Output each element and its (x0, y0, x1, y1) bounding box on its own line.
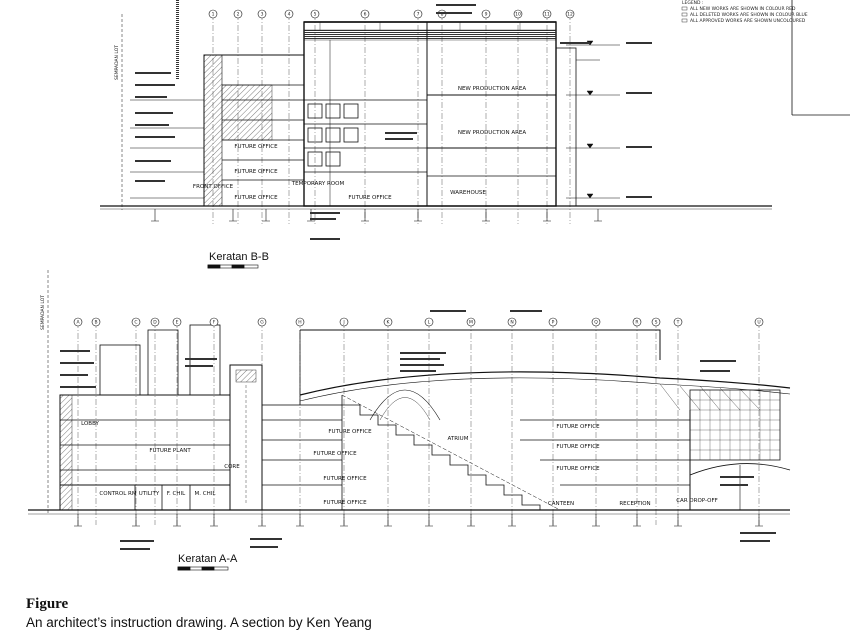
room-label: TEMPORARY ROOM (291, 181, 345, 187)
grid-label: M (469, 320, 473, 326)
grid-label: F (213, 320, 216, 326)
room-label: FUTURE OFFICE (328, 429, 372, 435)
grid-label: 2 (237, 12, 240, 18)
gridline-bubbles-top (208, 9, 575, 19)
room-label: LOBBY (81, 421, 99, 427)
legend-item: ALL DELETED WORKS ARE SHOWN IN COLOUR BL… (690, 12, 808, 18)
room-label: FUTURE OFFICE (556, 444, 600, 450)
room-label: FUTURE OFFICE (556, 424, 600, 430)
grid-label: 1 (212, 12, 215, 18)
grid-label: L (428, 320, 431, 326)
legend-title: LEGEND : (682, 0, 703, 6)
grid-label: 3 (261, 12, 264, 18)
grid-label: 5 (314, 12, 317, 18)
side-text-strip (176, 0, 179, 80)
grid-label: H (298, 320, 301, 326)
room-label: CORE (224, 464, 240, 470)
room-label: FUTURE OFFICE (323, 476, 367, 482)
legend-item: ALL NEW WORKS ARE SHOWN IN COLOUR RED (690, 6, 796, 12)
room-label: NEW PRODUCTION AREA (458, 130, 527, 136)
legend-item: ALL APPROVED WORKS ARE SHOWN UNCOLOURED (690, 18, 806, 24)
annotation-notes-bottom (60, 310, 776, 550)
room-label: FUTURE OFFICE (234, 195, 278, 201)
side-label-top: SEMPADAN LOT (114, 45, 120, 80)
annotation-notes-top (135, 4, 652, 240)
grid-label: K (387, 320, 391, 326)
legend: LEGEND : ALL NEW WORKS ARE SHOWN IN COLO… (681, 0, 850, 116)
section-title-b-b: Keratan B-B (209, 251, 269, 263)
caption-title: Figure (26, 596, 69, 612)
grid-label: E (176, 320, 179, 326)
room-label: NEW PRODUCTION AREA (458, 86, 527, 92)
section-b-b (100, 14, 772, 269)
side-label-bottom: SEMPADAN LOT (40, 295, 46, 330)
grid-label: U (757, 320, 760, 326)
room-label: CONTROL RM (99, 491, 136, 497)
gridline-bubbles-bottom (73, 317, 764, 327)
figure-caption: Figure An architect’s instruction drawin… (26, 596, 826, 630)
room-label: F. CHIL (167, 491, 186, 497)
grid-label: 11 (544, 12, 550, 18)
grid-label: D (153, 320, 157, 326)
room-labels-bottom: CONTROL RM UTILITY F. CHIL M. CHIL FUTUR… (81, 421, 718, 507)
room-label: CAR DROP-OFF (676, 498, 718, 504)
gridline-labels-bottom: A B C D E F G H J K L M N P Q R S T U (76, 320, 760, 326)
room-label: M. CHIL (195, 491, 217, 497)
room-label: FUTURE OFFICE (234, 169, 278, 175)
room-label: WAREHOUSE (450, 190, 486, 196)
grid-label: 10 (515, 12, 521, 18)
grid-label: 6 (364, 12, 367, 18)
grid-label: 12 (567, 12, 573, 18)
grid-label: B (94, 320, 97, 326)
grid-label: C (134, 320, 137, 326)
room-label: FUTURE OFFICE (234, 144, 278, 150)
grid-label: S (655, 320, 658, 326)
section-a-a (28, 270, 791, 571)
room-label: FUTURE OFFICE (313, 451, 357, 457)
gridline-labels-top: 1 2 3 4 5 6 7 8 9 10 11 12 (212, 12, 573, 18)
room-label: FUTURE PLANT (149, 448, 191, 454)
grid-label: A (76, 320, 80, 326)
section-title-a-a: Keratan A-A (178, 553, 238, 565)
room-label: FUTURE OFFICE (556, 466, 600, 472)
grid-label: 8 (441, 12, 444, 18)
grid-label: P (552, 320, 555, 326)
grid-label: Q (594, 320, 598, 326)
room-labels-top: NEW PRODUCTION AREA NEW PRODUCTION AREA … (193, 86, 526, 201)
grid-label: G (260, 320, 264, 326)
room-label: FUTURE OFFICE (348, 195, 392, 201)
room-label: ATRIUM (448, 436, 469, 442)
room-label: RECEPTION (619, 501, 650, 507)
room-label: CANTEEN (548, 501, 574, 507)
grid-label: 7 (417, 12, 420, 18)
grid-label: 4 (288, 12, 291, 18)
grid-label: R (635, 320, 638, 326)
grid-label: N (510, 320, 513, 326)
grid-label: J (342, 320, 344, 326)
room-label: FUTURE OFFICE (323, 500, 367, 506)
grid-label: T (676, 320, 680, 326)
room-label: FRONT OFFICE (193, 184, 234, 190)
room-label: UTILITY (139, 491, 160, 497)
grid-label: 9 (485, 12, 488, 18)
caption-text: An architect’s instruction drawing. A se… (26, 615, 372, 630)
